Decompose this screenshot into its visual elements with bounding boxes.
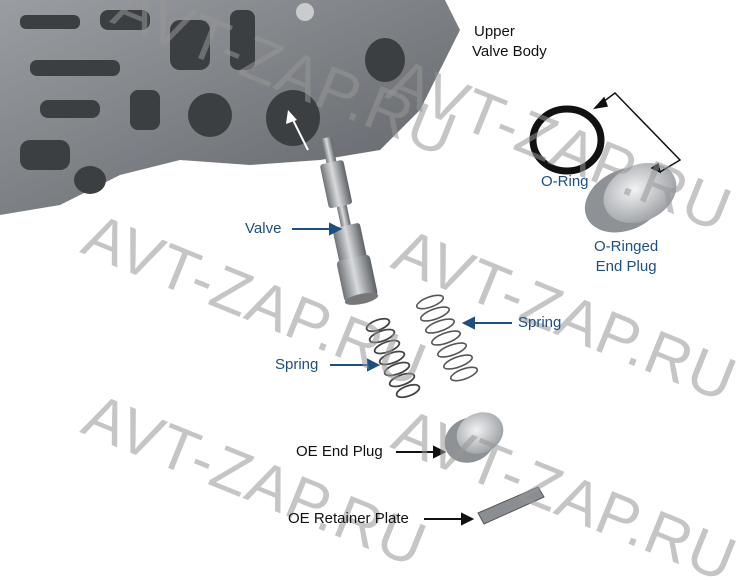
spring-left xyxy=(365,317,421,399)
label-upper-valve-body: Upper Valve Body xyxy=(472,22,547,62)
o-ring-bracket-arrows xyxy=(593,92,682,174)
valve xyxy=(320,136,379,305)
label-oe-end-plug: OE End Plug xyxy=(296,443,383,460)
upper-valve-body xyxy=(0,0,460,215)
label-o-ringed-end-plug: O-Ringed End Plug xyxy=(594,237,658,277)
label-line: O-Ringed xyxy=(594,238,659,255)
label-spring-left: Spring xyxy=(275,356,319,373)
spring-right xyxy=(415,294,479,382)
oe-end-plug xyxy=(444,412,504,463)
oe-retainer-plate xyxy=(477,486,545,525)
label-o-ring: O-Ring xyxy=(541,173,589,190)
insertion-arrow xyxy=(286,110,309,151)
o-ringed-end-plug xyxy=(584,162,677,233)
label-line: Upper xyxy=(474,23,515,40)
label-line: Valve Body xyxy=(472,43,547,60)
o-ring xyxy=(529,105,605,175)
label-line: End Plug xyxy=(595,258,657,275)
label-valve: Valve xyxy=(245,220,282,237)
label-oe-retainer-plate: OE Retainer Plate xyxy=(288,510,409,527)
label-spring-right: Spring xyxy=(518,314,562,331)
